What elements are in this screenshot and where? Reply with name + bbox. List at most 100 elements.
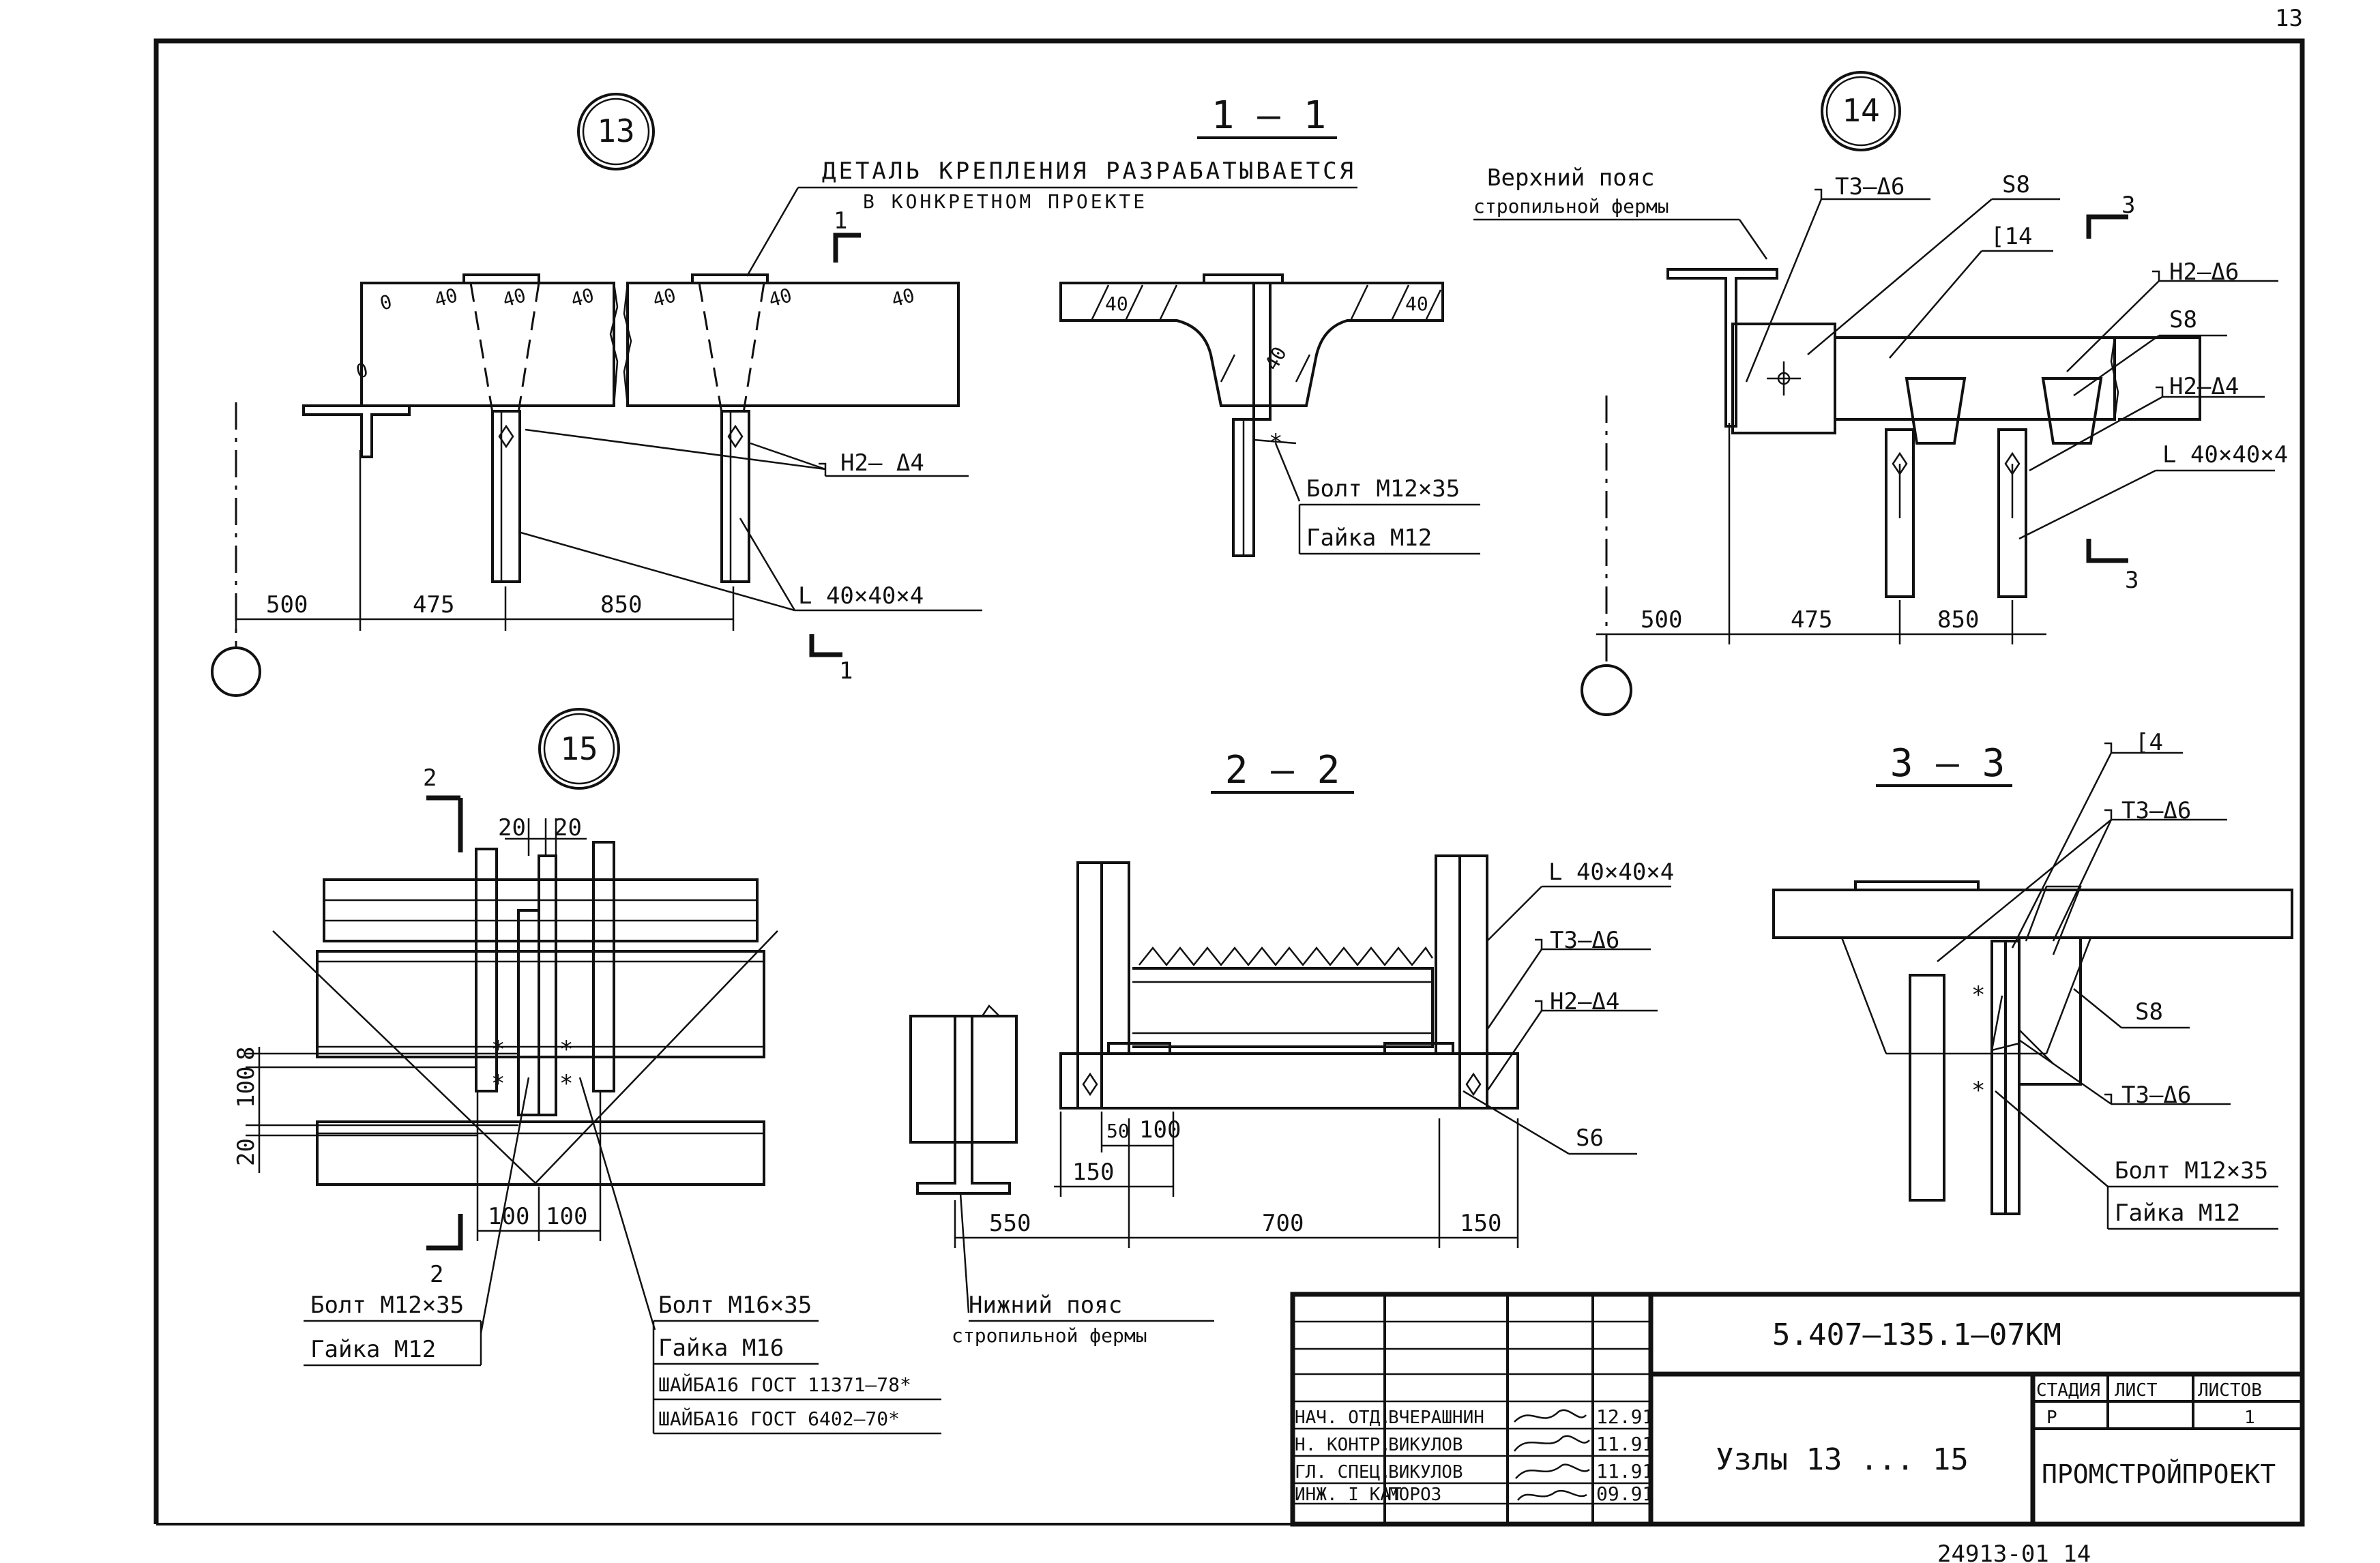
label-nut-m12-11: Гайка М12 — [1306, 524, 1432, 552]
dim-150-a: 150 — [1072, 1159, 1114, 1186]
axis-marker-13 — [211, 646, 261, 697]
tb-row2-date: 11.91 — [1596, 1433, 1654, 1455]
svg-text:0: 0 — [353, 359, 370, 383]
node-14-label: 14 — [1842, 92, 1879, 129]
signature-2 — [1513, 1435, 1590, 1452]
label-nut-m16: Гайка М16 — [658, 1335, 784, 1362]
label-c14: [14 — [1990, 223, 2032, 250]
label-s8-33: S8 — [2135, 998, 2163, 1026]
label-angle-40-22: L 40×40×4 — [1548, 859, 1674, 886]
svg-text:40: 40 — [432, 284, 460, 312]
label-s8-14a: S8 — [2002, 171, 2030, 198]
label-h2-d4-14: Н2–Δ4 — [2169, 373, 2239, 400]
label-bolt-m12-33: Болт М12×35 — [2115, 1157, 2268, 1185]
dim-v8: 8 — [233, 1047, 260, 1060]
label-bottom-chord-1: Нижний пояс — [969, 1292, 1122, 1319]
node-15-label: 15 — [560, 730, 598, 767]
section-mark-2-top: 2 — [423, 764, 437, 792]
svg-text:40: 40 — [1105, 293, 1128, 315]
section-mark-2-bottom: 2 — [430, 1261, 443, 1288]
label-bottom-chord-2: стропильной фермы — [952, 1324, 1147, 1347]
svg-text:*: * — [491, 1036, 505, 1063]
dim-100-a: 100 — [488, 1203, 529, 1230]
label-angle-40-14: L 40×40×4 — [2162, 441, 2288, 468]
svg-text:*: * — [559, 1036, 573, 1063]
tb-title: Узлы 13 ... 15 — [1716, 1442, 1969, 1477]
label-washer-1: ШАЙБА16 ГОСТ 11371–78* — [658, 1373, 911, 1396]
svg-text:*: * — [491, 1070, 505, 1097]
tb-stage: Р — [2046, 1408, 2057, 1428]
tb-sheets-header: ЛИСТОВ — [2198, 1380, 2262, 1401]
dim-475-14: 475 — [1791, 606, 1832, 634]
section-mark-3-top: 3 — [2121, 192, 2135, 219]
section-mark-1-top: 1 — [834, 207, 847, 235]
node-15-view: 15 2 2 20 20 8 — [233, 708, 941, 1435]
section-2-2-view: 2 – 2 550 700 150 1 — [909, 748, 1674, 1347]
dim-700: 700 — [1262, 1210, 1304, 1237]
signature-1 — [1514, 1409, 1587, 1423]
tb-row1-date: 12.91 — [1596, 1405, 1654, 1428]
tb-row1-name: ВЧЕРАШНИН — [1388, 1408, 1484, 1428]
footer-code: 24913-01 14 — [1937, 1540, 2091, 1563]
svg-text:*: * — [1971, 981, 1985, 1009]
node-14-marker — [1821, 71, 1901, 151]
tb-row3-date: 11.91 — [1596, 1460, 1654, 1483]
node-13-view: 13 0 40 40 40 40 40 40 0 — [211, 93, 1357, 697]
svg-text:*: * — [1971, 1077, 1985, 1104]
dim-v100: 100 — [233, 1067, 260, 1108]
tb-row3-name: ВИКУЛОВ — [1388, 1462, 1463, 1483]
signature-3 — [1515, 1463, 1590, 1479]
svg-text:40: 40 — [1260, 343, 1291, 374]
svg-text:*: * — [559, 1070, 573, 1097]
svg-text:40: 40 — [568, 284, 596, 312]
label-c4: [4 — [2135, 729, 2163, 756]
node-15-marker — [538, 708, 620, 790]
dim-50: 50 — [1106, 1120, 1130, 1142]
dim-100-b: 100 — [546, 1203, 587, 1230]
tb-designation: 5.407–135.1–07КМ — [1772, 1318, 2061, 1352]
tb-row1-role: НАЧ. ОТД. — [1295, 1408, 1391, 1428]
tb-row2-name: ВИКУЛОВ — [1388, 1435, 1463, 1455]
dim-100-c: 100 — [1139, 1116, 1181, 1144]
label-t3-d6-14: Т3–Δ6 — [1835, 173, 1905, 200]
dim-500-14: 500 — [1641, 606, 1682, 634]
dim-20-b: 20 — [554, 814, 582, 842]
title-block: 5.407–135.1–07КМ Узлы 13 ... 15 ПРОМСТРО… — [1290, 1292, 2305, 1527]
label-washer-2: ШАЙБА16 ГОСТ 6402–70* — [658, 1407, 900, 1430]
node-13-label: 13 — [597, 113, 634, 149]
svg-text:0: 0 — [377, 291, 394, 315]
label-nut-m12-15: Гайка М12 — [310, 1336, 436, 1363]
svg-text:40: 40 — [500, 284, 528, 312]
section-mark-3-bottom: 3 — [2125, 567, 2139, 594]
section-3-3-view: 3 – 3 * * [4 Т3–Δ6 S8 Т3–Δ6 Болт — [1772, 729, 2293, 1230]
label-top-chord-1: Верхний пояс — [1487, 164, 1655, 192]
section-3-3-title: 3 – 3 — [1890, 741, 2006, 786]
tb-row4-name: МОРОЗ — [1388, 1485, 1441, 1505]
svg-text:40: 40 — [1405, 293, 1428, 315]
dim-150-b: 150 — [1460, 1210, 1501, 1237]
tb-row2-role: Н. КОНТР. — [1295, 1435, 1391, 1455]
svg-text:40: 40 — [650, 284, 678, 312]
label-bolt-m12-15: Болт М12×35 — [310, 1292, 464, 1319]
section-mark-1-bottom: 1 — [839, 657, 853, 685]
signature-4 — [1517, 1489, 1587, 1501]
dim-20-a: 20 — [498, 814, 526, 842]
dim-475: 475 — [413, 591, 454, 619]
label-angle-40-13: L 40×40×4 — [798, 582, 924, 610]
tb-row4-role: ИНЖ. I КАТ — [1295, 1485, 1402, 1505]
label-top-chord-2: стропильной фермы — [1473, 195, 1669, 218]
section-1-1-view: 1 – 1 40 40 40 * Болт М12×35 Гайка М12 — [1059, 93, 1480, 557]
section-1-1-title: 1 – 1 — [1211, 93, 1327, 138]
axis-marker-14 — [1581, 664, 1632, 716]
tb-row3-role: ГЛ. СПЕЦ. — [1295, 1462, 1391, 1483]
sheet-frame — [153, 38, 2305, 1524]
dim-550: 550 — [989, 1210, 1031, 1237]
section-2-2-title: 2 – 2 — [1225, 748, 1340, 792]
node-13-marker — [577, 93, 655, 170]
detail-note-line1: ДЕТАЛЬ КРЕПЛЕНИЯ РАЗРАБАТЫВАЕТСЯ — [822, 158, 1356, 185]
dim-v20: 20 — [233, 1138, 260, 1166]
detail-note-line2: В КОНКРЕТНОМ ПРОЕКТЕ — [863, 190, 1147, 213]
label-s8-14b: S8 — [2169, 306, 2197, 333]
tb-row4-date: 09.91 — [1596, 1483, 1654, 1505]
